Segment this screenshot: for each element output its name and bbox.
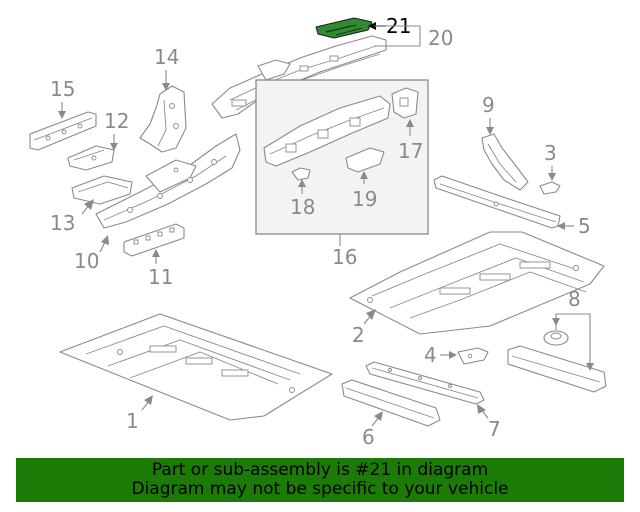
part-19-bracket[interactable] (345, 147, 385, 173)
callout-13: 13 (50, 199, 94, 235)
callout-1: 1 (126, 395, 153, 433)
callout-10: 10 (74, 235, 109, 273)
part-8-mount[interactable] (543, 330, 569, 346)
svg-text:18: 18 (290, 195, 315, 219)
svg-text:20: 20 (428, 26, 453, 50)
callout-7: 7 (477, 404, 501, 441)
svg-text:11: 11 (148, 265, 173, 289)
callout-14: 14 (154, 45, 179, 91)
part-3-clip[interactable] (539, 181, 561, 195)
callout-12: 12 (104, 109, 129, 151)
part-15-bracket[interactable] (29, 111, 97, 151)
svg-text:14: 14 (154, 45, 179, 69)
part-11-reinforcement[interactable] (123, 223, 185, 257)
svg-text:16: 16 (332, 245, 357, 269)
svg-text:19: 19 (352, 187, 377, 211)
svg-text:1: 1 (126, 409, 139, 433)
callout-16: 16 (332, 234, 357, 269)
svg-text:12: 12 (104, 109, 129, 133)
callout-17: 17 (398, 119, 423, 163)
svg-text:5: 5 (578, 214, 591, 238)
callout-5: 5 (557, 214, 591, 238)
callout-8: 8 (552, 287, 594, 371)
part-12-bracket[interactable] (67, 145, 115, 171)
callout-15: 15 (50, 77, 75, 119)
part-18-clip[interactable] (291, 167, 311, 181)
svg-text:2: 2 (352, 323, 365, 347)
part-13-bracket[interactable] (71, 175, 133, 205)
callout-20: 20 (374, 25, 453, 50)
part-17-bracket[interactable] (391, 87, 419, 119)
part-6-rail[interactable] (341, 379, 441, 427)
svg-text:3: 3 (544, 141, 557, 165)
part-9-bracket[interactable] (481, 133, 529, 191)
part-4-bracket[interactable] (457, 347, 489, 365)
part-1-front-floor-pan[interactable] (59, 313, 333, 421)
svg-text:10: 10 (74, 249, 99, 273)
banner-line-2: Diagram may not be specific to your vehi… (131, 479, 509, 499)
callout-19: 19 (352, 171, 377, 211)
callout-18: 18 (290, 179, 315, 219)
part-2-rear-floor-pan[interactable] (349, 231, 605, 335)
callout-4: 4 (424, 343, 457, 367)
part-7-rail[interactable] (365, 361, 485, 405)
svg-text:6: 6 (362, 425, 375, 449)
info-banner: Part or sub-assembly is #21 in diagram D… (16, 458, 624, 502)
banner-line-1: Part or sub-assembly is #21 in diagram (151, 460, 489, 480)
svg-text:13: 13 (50, 211, 75, 235)
part-16-crossmember[interactable] (263, 95, 391, 167)
part-8-rail[interactable] (507, 345, 607, 393)
callout-11: 11 (148, 249, 173, 289)
callout-2: 2 (352, 309, 376, 347)
callout-6: 6 (362, 411, 383, 449)
svg-text:7: 7 (488, 417, 501, 441)
part-10-frame-rail[interactable] (95, 133, 241, 229)
svg-text:9: 9 (482, 93, 495, 117)
svg-text:4: 4 (424, 343, 437, 367)
part-5-crossmember[interactable] (433, 175, 561, 229)
svg-text:17: 17 (398, 139, 423, 163)
part-21-highlighted[interactable] (315, 17, 373, 39)
part-14-bracket[interactable] (139, 85, 187, 153)
callout-9: 9 (482, 93, 495, 135)
svg-text:8: 8 (568, 287, 581, 311)
svg-text:15: 15 (50, 77, 75, 101)
callout-3: 3 (544, 141, 557, 181)
